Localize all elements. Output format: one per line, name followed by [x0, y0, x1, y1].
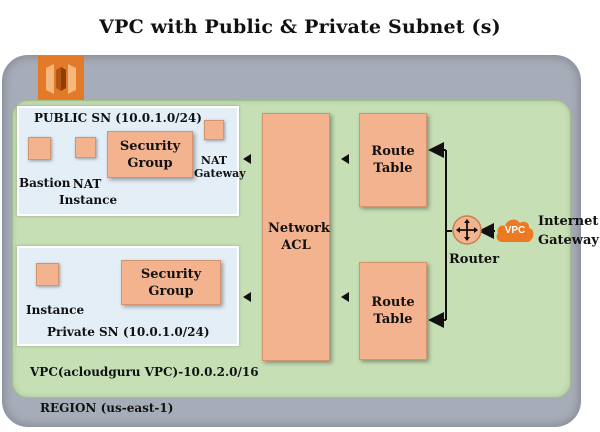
private-instance-icon — [36, 263, 59, 286]
bastion-instance-icon — [28, 137, 51, 160]
nat-instance-icon — [75, 137, 96, 158]
network-acl: Network ACL — [262, 113, 330, 361]
bastion-label: Bastion — [19, 176, 71, 190]
nat-gateway-icon — [204, 120, 224, 140]
nat-gateway-label: NAT Gateway — [194, 154, 246, 180]
arrow-left-icon — [243, 154, 251, 164]
arrow-left-icon — [243, 292, 251, 302]
internet-gateway-cloud-icon: VPC — [494, 214, 536, 246]
vpc-badge: VPC — [504, 225, 526, 236]
private-subnet: Security Group Instance Private SN (10.0… — [17, 246, 239, 346]
nat-instance-label: NAT Instance — [59, 177, 118, 207]
arrow-left-icon — [341, 154, 349, 164]
public-subnet-label: PUBLIC SN (10.0.1.0/24) — [34, 111, 202, 125]
router-icon — [452, 215, 482, 245]
private-security-group: Security Group — [121, 260, 221, 305]
internet-gateway-label: Internet Gateway — [538, 214, 599, 248]
public-security-group: Security Group — [107, 131, 193, 178]
aws-logo-icon — [38, 56, 84, 102]
route-table-private: Route Table — [359, 262, 427, 360]
route-table-public: Route Table — [359, 113, 427, 207]
public-subnet: PUBLIC SN (10.0.1.0/24) Security Group B… — [17, 106, 246, 216]
page-title: VPC with Public & Private Subnet (s) — [99, 16, 501, 38]
arrow-left-icon — [341, 292, 349, 302]
region-label: REGION (us-east-1) — [40, 401, 174, 415]
private-instance-label: Instance — [26, 303, 85, 317]
private-subnet-label: Private SN (10.0.1.0/24) — [47, 325, 210, 339]
vpc-label: VPC(acloudguru VPC)-10.0.2.0/16 — [30, 365, 259, 379]
router-label: Router — [449, 252, 500, 267]
